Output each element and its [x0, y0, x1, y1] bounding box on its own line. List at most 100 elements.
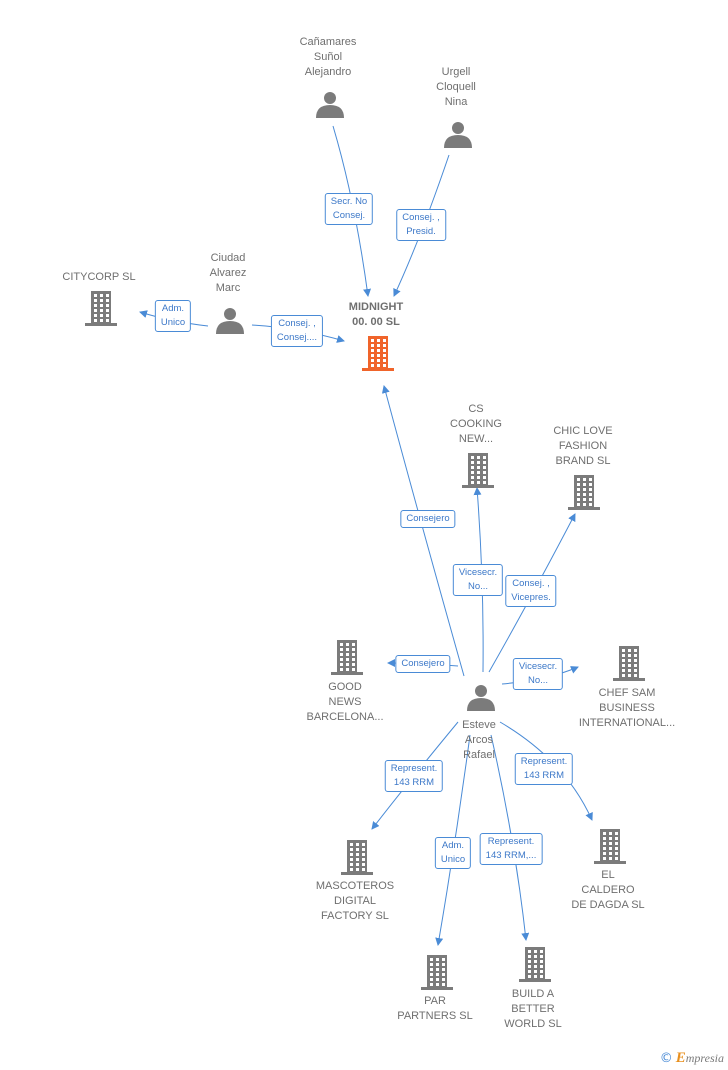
edge-label-line: Vicesecr.	[458, 567, 498, 578]
person-icon[interactable]	[444, 122, 472, 148]
node-label-par_partners[interactable]: PAR PARTNERS SL	[397, 994, 472, 1024]
person-body	[444, 135, 472, 148]
node-label-mascoteros[interactable]: MASCOTEROS DIGITAL FACTORY SL	[316, 879, 394, 924]
building-icon[interactable]	[362, 336, 394, 371]
node-label-line: CS	[468, 403, 484, 415]
building-icon[interactable]	[462, 453, 494, 488]
building-icon[interactable]	[519, 947, 551, 982]
edge-label[interactable]: Consejero	[400, 510, 456, 528]
node-label-chef_sam[interactable]: CHEF SAM BUSINESS INTERNATIONAL...	[579, 686, 675, 731]
edge-label[interactable]: Represent. 143 RRM,...	[479, 833, 543, 865]
edge-label-line: Represent.	[520, 756, 568, 767]
person-head	[324, 92, 336, 104]
edge-label-line: Consejero	[401, 658, 445, 669]
edge-label-line: Consejero	[406, 513, 450, 524]
person-body	[216, 321, 244, 334]
building-icon[interactable]	[594, 829, 626, 864]
node-label-line: 00. 00 SL	[352, 316, 400, 328]
edge-label-line: Consej....	[276, 332, 318, 343]
empresia-watermark: © Empresia	[660, 1050, 724, 1067]
edge-label-line: Adm.	[441, 840, 465, 851]
node-label-citycorp[interactable]: CITYCORP SL	[62, 270, 135, 285]
person-head	[452, 122, 464, 134]
node-label-line: CALDERO	[581, 884, 635, 896]
node-label-line: EL	[601, 869, 615, 881]
node-label-line: DE DAGDA SL	[571, 899, 645, 911]
building-icon[interactable]	[341, 840, 373, 875]
edge-label-line: Consej. ,	[402, 212, 440, 223]
node-label-line: BUILD A	[511, 988, 555, 1000]
node-label-line: FACTORY SL	[321, 910, 389, 922]
edge-label[interactable]: Adm. Unico	[434, 837, 472, 869]
edge-label[interactable]: Vicesecr. No...	[452, 564, 504, 596]
node-label-line: CHEF SAM	[598, 687, 656, 699]
person-head	[224, 308, 236, 320]
building-icon[interactable]	[421, 955, 453, 990]
node-label-line: INTERNATIONAL...	[578, 717, 676, 729]
node-label-midnight[interactable]: MIDNIGHT 00. 00 SL	[349, 300, 403, 330]
building-icon[interactable]	[85, 291, 117, 326]
node-label-line: MIDNIGHT	[348, 301, 404, 313]
brand-name: mpresia	[685, 1051, 724, 1065]
node-label-line: Suñol	[313, 51, 343, 63]
node-label-line: Marc	[215, 282, 241, 294]
node-label-line: BARCELONA...	[306, 711, 384, 723]
node-label-line: WORLD SL	[504, 1018, 562, 1030]
node-label-build_better[interactable]: BUILD A BETTER WORLD SL	[504, 987, 561, 1032]
person-icon[interactable]	[467, 685, 495, 711]
node-label-good_news[interactable]: GOOD NEWS BARCELONA...	[306, 680, 383, 725]
edge-label-line: No...	[527, 675, 549, 686]
brand-initial: E	[675, 1050, 686, 1066]
node-label-line: PARTNERS SL	[397, 1010, 473, 1022]
building-icon[interactable]	[613, 646, 645, 681]
node-label-line: CITYCORP SL	[62, 271, 136, 283]
edge-label[interactable]: Consej. ,Presid.	[396, 209, 446, 241]
person-icon[interactable]	[216, 308, 244, 334]
edge-label-line: Unico	[160, 317, 186, 328]
edge-label[interactable]: Consej. ,Vicepres.	[505, 575, 557, 607]
edge-label-line: Unico	[440, 854, 466, 865]
edge-label[interactable]: Consejero	[395, 655, 451, 673]
node-label-line: BRAND SL	[555, 455, 611, 467]
edge-label[interactable]: Represent.143 RRM	[384, 760, 444, 792]
node-label-line: COOKING	[450, 418, 502, 430]
node-label-el_caldero[interactable]: EL CALDERO DE DAGDA SL	[571, 868, 644, 913]
copyright-symbol: ©	[659, 1051, 673, 1066]
edge-label-line: 143 RRM	[523, 770, 565, 781]
edge-label[interactable]: Adm. Unico	[154, 300, 192, 332]
node-label-line: MASCOTEROS	[315, 880, 395, 892]
node-label-line: Ciudad	[210, 252, 246, 264]
edge-label-line: Consej. ,	[278, 318, 316, 329]
edge-label[interactable]: Consej. , Consej....	[270, 315, 324, 347]
node-label-line: Urgell	[441, 66, 471, 78]
person-body	[467, 698, 495, 711]
building-icon[interactable]	[568, 475, 600, 510]
person-icon[interactable]	[316, 92, 344, 118]
node-label-line: Nina	[444, 96, 468, 108]
person-body	[316, 105, 344, 118]
node-label-line: BUSINESS	[599, 702, 655, 714]
edge-label-line: Vicesecr.	[518, 661, 558, 672]
node-label-line: GOOD	[328, 681, 362, 693]
node-label-line: Rafael	[463, 749, 495, 761]
edge-label[interactable]: Represent. 143 RRM	[514, 753, 574, 785]
edge-label-line: Represent.	[487, 836, 535, 847]
edge-label-line: 143 RRM	[393, 777, 435, 788]
node-label-line: Arcos	[464, 734, 494, 746]
edge-label-line: Adm.	[161, 303, 185, 314]
node-label-line: DIGITAL	[334, 895, 376, 907]
edge-label[interactable]: Vicesecr. No...	[512, 658, 564, 690]
building-icon[interactable]	[331, 640, 363, 675]
edge-label-line: No...	[467, 581, 489, 592]
node-label-line: NEWS	[328, 696, 362, 708]
edge-label-line: 143 RRM,...	[485, 850, 537, 861]
node-label-line: BETTER	[511, 1003, 555, 1015]
node-label-line: PAR	[424, 995, 446, 1007]
